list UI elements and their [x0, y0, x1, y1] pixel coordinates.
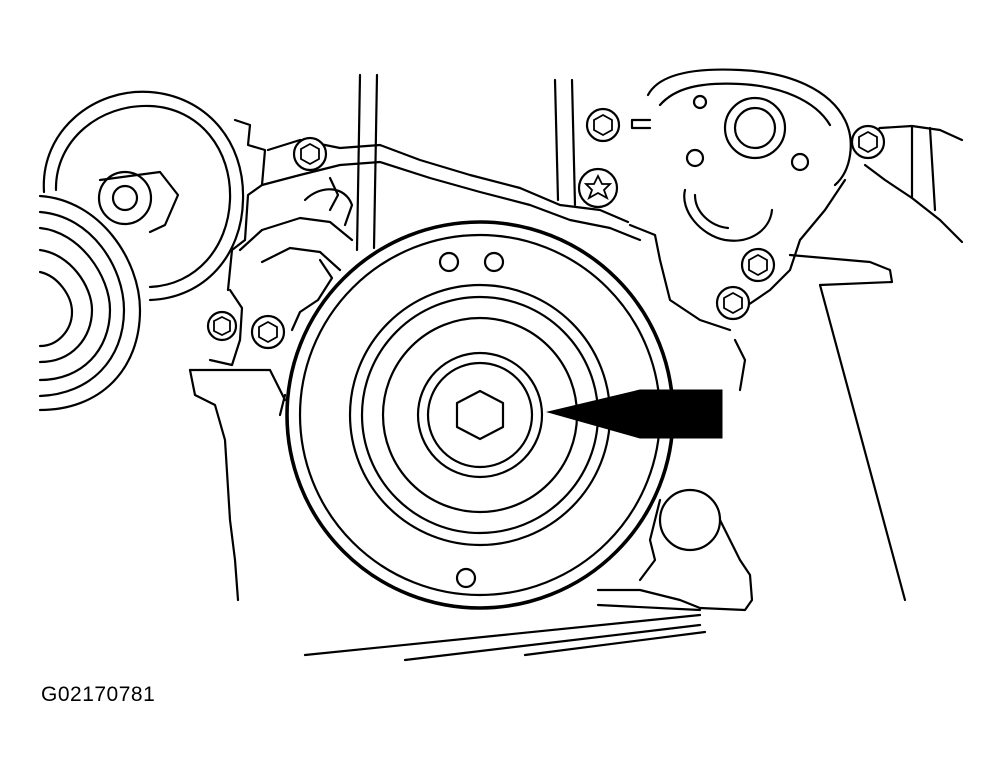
bolt-water-pump-lower — [740, 247, 776, 283]
idler-pulley — [42, 90, 245, 302]
water-pump — [628, 68, 964, 602]
bolt-upper-center — [585, 107, 621, 143]
oil-pan-outline — [303, 338, 754, 662]
bolt-left-b — [250, 314, 286, 350]
dipstick-tube — [355, 73, 577, 252]
figure-code: G02170781 — [41, 683, 156, 706]
bolt-lower-right — [715, 285, 751, 321]
bolt-upper-left — [292, 136, 328, 172]
arrow-icon — [546, 389, 723, 439]
timing-cover-outline — [188, 118, 642, 602]
crankshaft-pulley-bolt — [455, 389, 505, 441]
torx-bolt — [577, 167, 619, 209]
power-steering-pulley — [38, 194, 142, 412]
bolt-water-pump-right — [850, 124, 886, 160]
bolt-left-a — [206, 310, 238, 342]
